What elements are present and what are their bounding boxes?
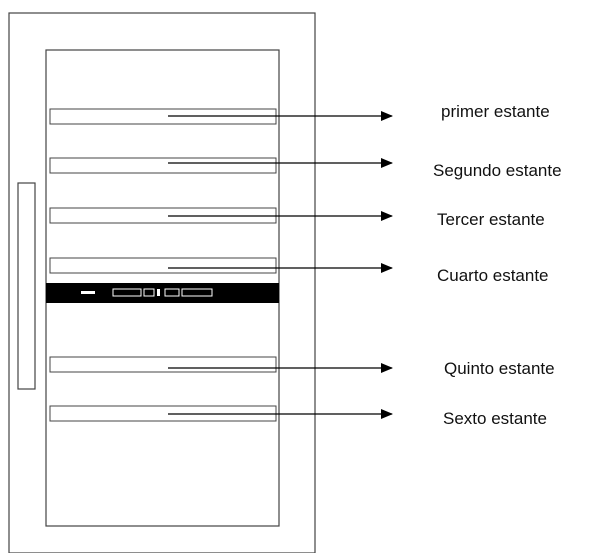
label-shelf-6: Sexto estante [443,409,547,428]
brand-mark [81,291,95,294]
panel-indicator [164,288,180,297]
shelf-5 [49,356,277,373]
panel-indicator [112,288,142,297]
panel-indicator [157,289,160,296]
door-handle [17,182,36,390]
label-shelf-3: Tercer estante [437,210,545,229]
panel-indicator [143,288,155,297]
shelf-2 [49,157,277,174]
panel-indicator [181,288,213,297]
label-shelf-1: primer estante [441,102,550,121]
shelf-4 [49,257,277,274]
control-panel [46,283,279,303]
label-shelf-5: Quinto estante [444,359,555,378]
label-shelf-4: Cuarto estante [437,266,549,285]
label-shelf-2: Segundo estante [433,161,562,180]
